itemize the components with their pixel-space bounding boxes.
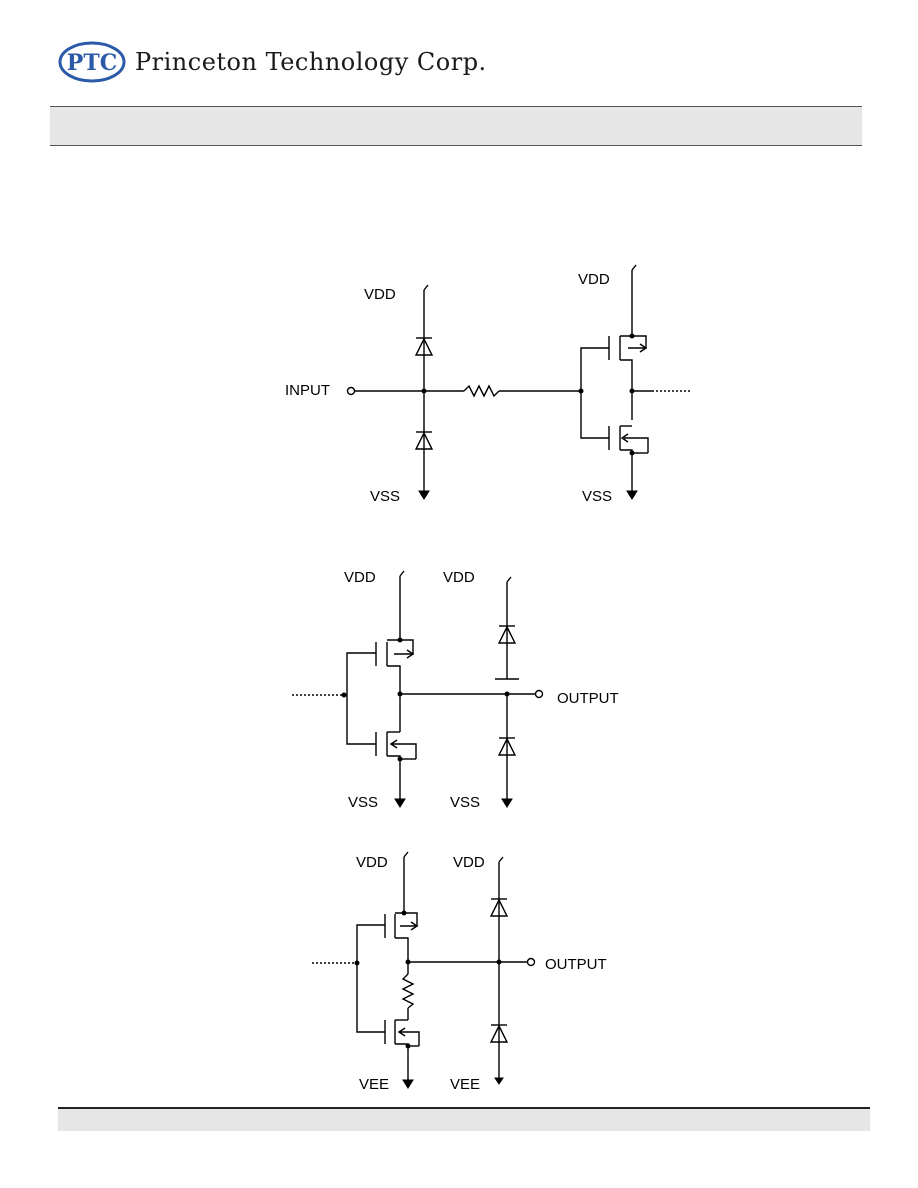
header-bar xyxy=(50,106,862,146)
vdd-label: VDD xyxy=(578,271,610,288)
vee-label: VEE xyxy=(450,1076,480,1093)
vdd-label: VDD xyxy=(364,286,396,303)
vss-label: VSS xyxy=(370,488,400,505)
vdd-arrow-icon xyxy=(498,856,504,863)
ptc-logo-icon: PTC xyxy=(58,41,126,83)
output-terminal-icon xyxy=(534,689,544,699)
input-protection-circuit: VDD VDD INPUT VSS VSS xyxy=(285,264,690,505)
ground-icon xyxy=(501,798,513,808)
vss-label: VSS xyxy=(348,794,378,811)
vdd-label: VDD xyxy=(443,569,475,586)
output-circuit-vss: VDD VDD OUTPUT VSS VSS xyxy=(292,569,619,811)
output-terminal-icon xyxy=(526,957,536,967)
diode-icon xyxy=(489,1024,509,1043)
ground-icon xyxy=(418,490,430,500)
vdd-label: VDD xyxy=(453,854,485,871)
output-label: OUTPUT xyxy=(545,956,607,973)
vss-label: VSS xyxy=(450,794,480,811)
diode-icon xyxy=(489,898,509,917)
ground-icon xyxy=(394,798,406,808)
ground-icon xyxy=(494,1077,504,1085)
vdd-label: VDD xyxy=(356,854,388,871)
resistor-icon xyxy=(401,973,415,1009)
ground-icon xyxy=(626,490,638,500)
logo-mark-text: PTC xyxy=(67,50,117,76)
vee-label: VEE xyxy=(359,1076,389,1093)
company-name: Princeton Technology Corp. xyxy=(135,48,487,76)
diode-icon xyxy=(414,337,434,356)
diode-icon xyxy=(497,737,517,756)
vdd-arrow-icon xyxy=(423,284,429,291)
company-logo: PTC Princeton Technology Corp. xyxy=(58,40,486,84)
footer-bar xyxy=(58,1107,870,1131)
vdd-arrow-icon xyxy=(399,570,405,577)
diode-icon xyxy=(414,431,434,450)
input-terminal-icon xyxy=(346,386,356,396)
vdd-label: VDD xyxy=(344,569,376,586)
ground-icon xyxy=(402,1079,414,1089)
vdd-arrow-icon xyxy=(403,851,409,858)
output-label: OUTPUT xyxy=(557,690,619,707)
vss-label: VSS xyxy=(582,488,612,505)
diode-icon xyxy=(497,625,517,644)
resistor-icon xyxy=(463,384,500,398)
input-label: INPUT xyxy=(285,382,330,399)
output-circuit-vee: VDD VDD OUTPUT VEE VEE xyxy=(312,851,607,1093)
vdd-arrow-icon xyxy=(506,576,512,583)
vdd-arrow-icon xyxy=(631,264,637,271)
